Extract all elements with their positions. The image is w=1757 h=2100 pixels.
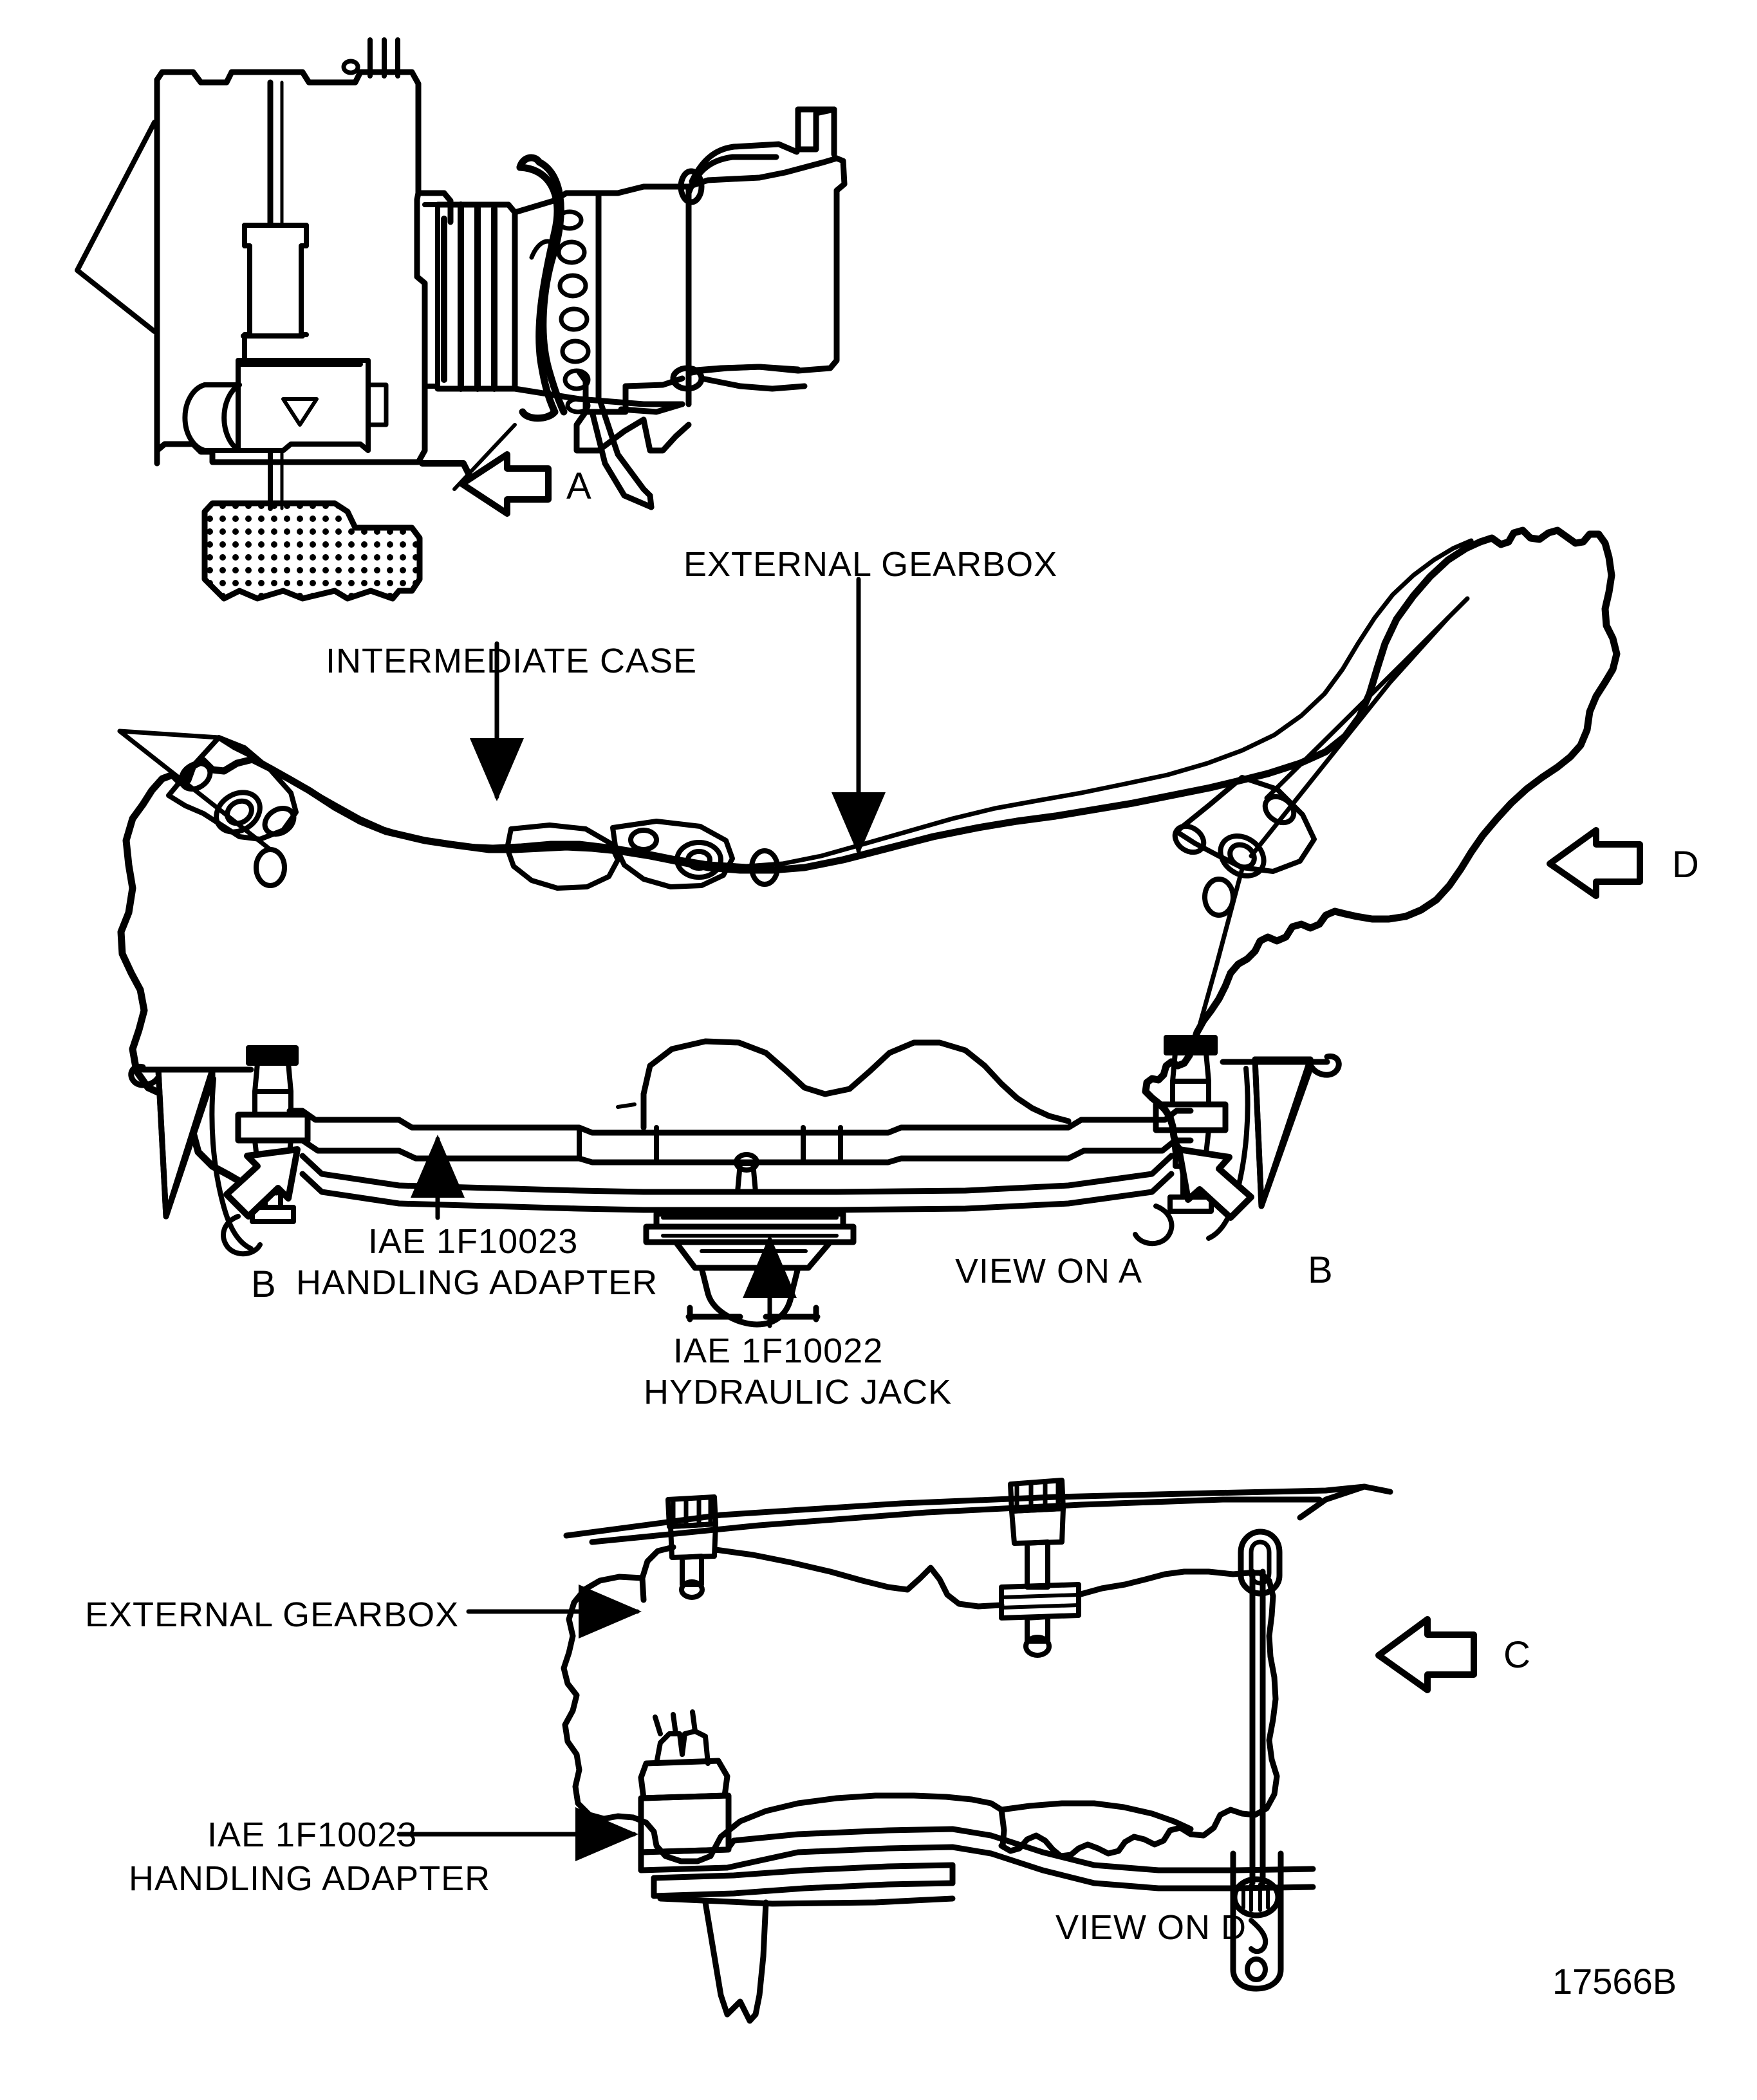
callout-handling-adapter-name-middle: HANDLING ADAPTER xyxy=(296,1263,658,1302)
section-arrow-b-right-letter: B xyxy=(1308,1249,1333,1291)
callout-hydraulic-jack-part: IAE 1F10022 xyxy=(673,1332,884,1370)
view-arrow-a xyxy=(459,451,552,517)
callout-external-gearbox-middle: EXTERNAL GEARBOX xyxy=(683,545,1058,584)
section-arrow-b-right xyxy=(1176,1146,1254,1221)
view-arrow-a-letter: A xyxy=(566,465,591,507)
callout-leaders xyxy=(396,577,886,1861)
callout-external-gearbox-bottom: EXTERNAL GEARBOX xyxy=(85,1595,460,1634)
caption-view-on-a: VIEW ON A xyxy=(955,1252,1143,1290)
view-arrow-c xyxy=(1375,1616,1477,1693)
engine-assembly-drawing xyxy=(75,37,848,602)
view-arrows xyxy=(223,451,1643,1693)
view-arrow-d xyxy=(1547,827,1643,899)
caption-view-on-d: VIEW ON D xyxy=(1055,1908,1247,1947)
callout-hydraulic-jack-name: HYDRAULIC JACK xyxy=(644,1373,953,1411)
callout-intermediate-case: INTERMEDIATE CASE xyxy=(326,642,698,680)
callout-handling-adapter-name-bottom: HANDLING ADAPTER xyxy=(129,1859,491,1898)
view-on-d-drawing xyxy=(561,1478,1393,2024)
view-arrow-d-letter: D xyxy=(1672,844,1699,886)
callout-handling-adapter-part-middle: IAE 1F10023 xyxy=(368,1222,579,1261)
section-arrow-b-left xyxy=(223,1146,301,1220)
section-arrow-b-left-letter: B xyxy=(251,1263,276,1305)
figure-number: 17566B xyxy=(1552,1961,1677,2002)
view-arrow-c-letter: C xyxy=(1503,1634,1530,1676)
callout-handling-adapter-part-bottom: IAE 1F10023 xyxy=(207,1816,418,1854)
